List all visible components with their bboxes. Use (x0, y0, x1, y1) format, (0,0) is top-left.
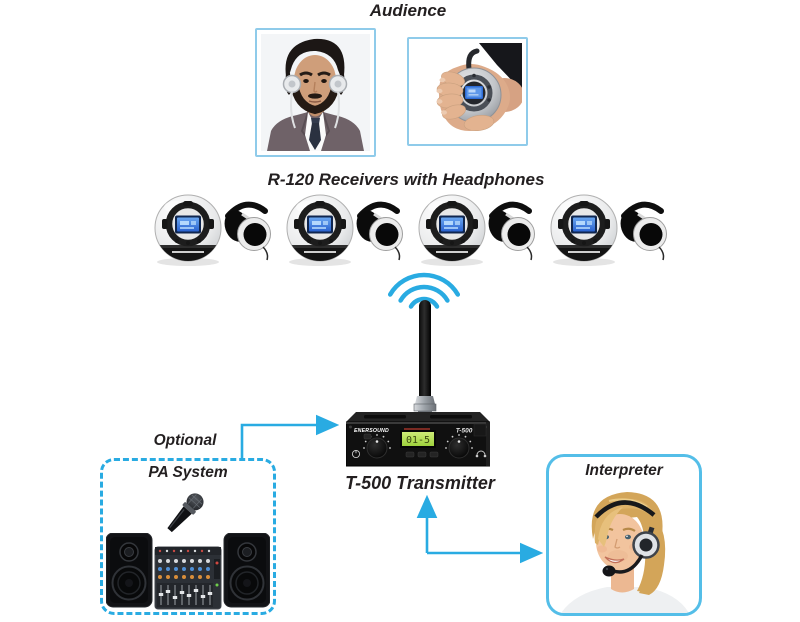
interpreter-box: Interpreter (546, 454, 702, 616)
receivers-row-graphic (150, 190, 672, 268)
headset-band (594, 500, 656, 519)
audio-level-knob (363, 434, 391, 459)
wireless-signal-icon (387, 272, 461, 309)
channel-display: 01-5 (406, 435, 430, 446)
audience-label: Audience (369, 1, 447, 20)
optional-label: Optional (153, 432, 217, 449)
mic-boom (612, 554, 644, 574)
tie (309, 123, 321, 150)
beard (290, 79, 340, 115)
interpreter-label: Interpreter (585, 462, 663, 479)
pa-system-label: PA System (148, 464, 228, 481)
pa-system-box: PA System (100, 458, 276, 615)
receiver-unit (154, 195, 271, 266)
receiver-unit (286, 195, 403, 266)
receivers-row (150, 190, 672, 268)
audience-photo-handheld-receiver (407, 37, 528, 146)
antenna-icon (419, 300, 431, 404)
headphone-volume-knob (445, 434, 473, 459)
sleeve (479, 43, 522, 91)
transmitter-model: T-500 (456, 428, 473, 435)
panel-button (429, 451, 439, 458)
speakers-and-mixer (106, 533, 270, 610)
pa-speaker-left (106, 533, 153, 608)
mixer-icon (154, 546, 222, 610)
hair (285, 38, 345, 82)
receivers-label: R-120 Receivers with Headphones (267, 170, 545, 189)
power-icon (351, 449, 361, 459)
receiver-unit (550, 195, 667, 266)
headphone-jack-icon (475, 450, 487, 458)
audience-photo-listener (255, 28, 376, 157)
receiver-unit (418, 195, 535, 266)
transmitter-device: ENERSOUND T-500 01-5 (346, 412, 490, 467)
transmitter-label: T-500 Transmitter (345, 473, 495, 493)
arrow-pa-to-transmitter (240, 414, 340, 458)
microphone-icon (151, 479, 219, 547)
interpreter-illustration (561, 492, 689, 613)
pa-speaker-right (223, 533, 270, 608)
panel-button (405, 451, 415, 458)
panel-button (417, 451, 427, 458)
transmitter-brand: ENERSOUND (354, 428, 389, 434)
man-with-headphones-illustration (261, 34, 370, 151)
hand-holding-receiver-illustration (413, 43, 522, 140)
boom-mic (602, 565, 616, 577)
